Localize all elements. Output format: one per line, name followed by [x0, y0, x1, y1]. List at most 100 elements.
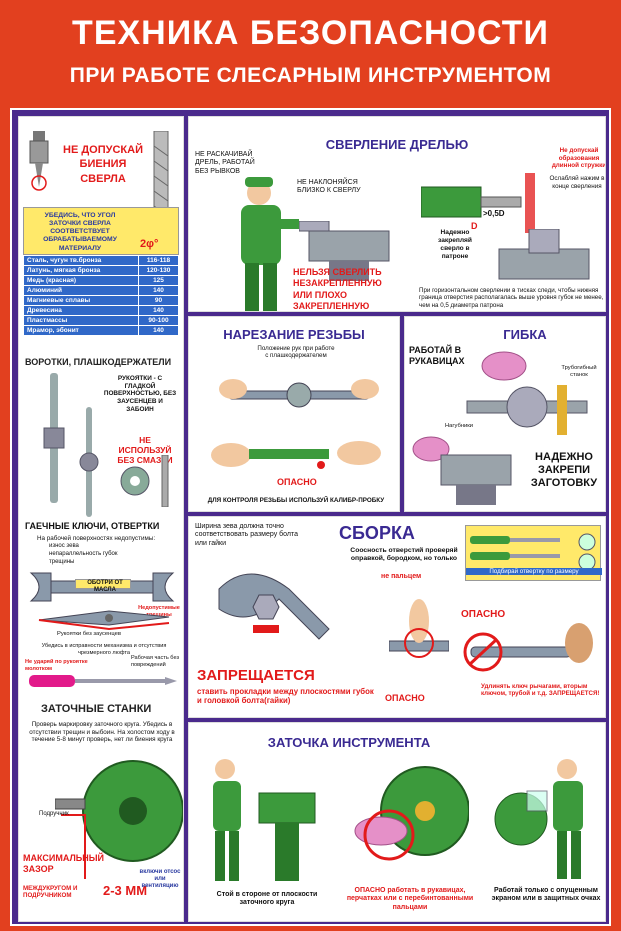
- sharpening-cap1: Стой в стороне от плоскости заточного кр…: [216, 891, 318, 907]
- list-item: непараллельность губок: [49, 551, 118, 557]
- poster-subtitle: ПРИ РАБОТЕ СЛЕСАРНЫМ ИНСТРУМЕНТОМ: [69, 64, 552, 87]
- clean-oil-label: ОБОТРИ ОТ МАСЛА: [87, 580, 123, 594]
- pipe-bender-icon: [466, 385, 588, 435]
- grinder-worker-icon: [213, 759, 316, 881]
- angle-cell: 125: [138, 275, 179, 286]
- sharpening-cap2: ОПАСНО работать в рукавицах, перчатках и…: [346, 887, 474, 911]
- angle-cell: 90: [138, 295, 179, 306]
- material-cell: Магниевые сплавы: [23, 295, 139, 306]
- sharpening-cap3: Работай только с опущенным экраном или в…: [491, 887, 601, 903]
- finger-danger-icon: [389, 599, 449, 658]
- chuck-note: Надежно закрепляй сверло в патроне: [438, 229, 472, 260]
- gap-desc: МЕЖДУКРУГОМ И ПОДРУЧНИКОМ: [23, 885, 78, 900]
- angle-cell: 120-130: [138, 265, 179, 276]
- vise-note: При горизонтальном сверлении в тисках сл…: [419, 287, 604, 309]
- screwdriver-box: Подбирай отвертку по размеру: [465, 525, 602, 581]
- material-cell: Алюминий: [23, 285, 139, 296]
- tip-note: Рабочая часть без повреждений: [131, 655, 180, 668]
- sharpening-panel: ЗАТОЧКА ИНСТРУМЕНТА Стой в стороне от пл…: [188, 722, 606, 922]
- threading-title: НАРЕЗАНИЕ РЕЗЬБЫ: [223, 327, 365, 342]
- material-cell: Сталь, чугун тв.бронза: [23, 255, 139, 266]
- drill-chuck-icon: [29, 131, 49, 191]
- caliber-hands-icon: [211, 441, 381, 469]
- bending-panel: ГИБКА РАБОТАЙ В РУКАВИЦАХ Трубогибный ст…: [404, 316, 606, 512]
- threading-panel: НАРЕЗАНИЕ РЕЗЬБЫ Положение рук при работ…: [188, 316, 400, 512]
- drill-bit-icon: [153, 131, 169, 231]
- die-holder-icon: [79, 407, 99, 517]
- driller-worker-icon: [241, 177, 299, 311]
- feed-note: Ослабляй нажим в конце сверления: [549, 175, 605, 190]
- pliers-icon: [38, 610, 170, 631]
- angle-cell: 116-118: [138, 255, 179, 266]
- grinding-hands-icon: [354, 766, 469, 861]
- spanners-title: ГАЕЧНЫЕ КЛЮЧИ, ОТВЕРТКИ: [25, 521, 160, 531]
- gloves-note: РАБОТАЙ В РУКАВИЦАХ: [409, 345, 465, 366]
- drilling-note1: НЕ РАСКАЧИВАЙ ДРЕЛЬ, РАБОТАЙ БЕЗ РЫВКОВ: [195, 151, 255, 175]
- threading-danger: ОПАСНО: [277, 477, 317, 487]
- chip-warning: Не допускай образования длинной стружки: [551, 147, 606, 170]
- d-dimension: D: [471, 221, 478, 231]
- gap-dimension: >0,5D: [483, 209, 505, 218]
- material-cell: Пластмассы: [23, 315, 139, 326]
- drilling-title: СВЕРЛЕНИЕ ДРЕЛЬЮ: [325, 137, 469, 152]
- caliber-note: ДЛЯ КОНТРОЛЯ РЕЗЬБЫ ИСПОЛЬЗУЙ КАЛИБР-ПРО…: [207, 497, 385, 504]
- assembly-panel: Ширина зева должна точно соответствовать…: [188, 516, 606, 718]
- tap-wrench-icon: [43, 373, 65, 503]
- grinding-wheel-icon: [55, 760, 183, 879]
- extended-wrench-icon: [463, 623, 593, 672]
- poster-frame: НЕ ДОПУСКАЙ БИЕНИЯ СВЕРЛА УБЕДИСЬ, ЧТО У…: [10, 108, 611, 926]
- drill-angle-note: УБЕДИСЬ, ЧТО УГОЛ ЗАТОЧКИ СВЕРЛА СООТВЕТ…: [43, 212, 117, 252]
- material-cell: Мрамор, эбонит: [23, 325, 139, 336]
- fix-note: НАДЕЖНО ЗАКРЕПИ ЗАГОТОВКУ: [530, 451, 598, 490]
- drilling-panel: СВЕРЛЕНИЕ ДРЕЛЬЮ НЕ РАСКАЧИВАЙ ДРЕЛЬ, РА…: [188, 116, 606, 312]
- bender-label: Трубогибный станок: [561, 365, 597, 378]
- clean-oil-label-box: [75, 579, 131, 589]
- drilling-warning: НЕЛЬЗЯ СВЕРЛИТЬ НЕЗАКРЕПЛЕННУЮ ИЛИ ПЛОХО…: [293, 267, 382, 311]
- drill-runout-warning: НЕ ДОПУСКАЙ БИЕНИЯ СВЕРЛА: [63, 144, 143, 185]
- shielded-worker-icon: [494, 759, 583, 879]
- screw-head-icon: [578, 533, 596, 571]
- burr-label: Рукоятки без заусенцев: [57, 631, 121, 637]
- assembly-title: СБОРКА: [339, 523, 415, 543]
- gap-label: МАКСИМАЛЬНЫЙ ЗАЗОР: [23, 853, 105, 874]
- drill-angle-box: УБЕДИСЬ, ЧТО УГОЛ ЗАТОЧКИ СВЕРЛА СООТВЕТ…: [23, 207, 179, 255]
- glove-icon: [481, 351, 527, 381]
- die-icon: [120, 466, 150, 496]
- material-cell: Древесина: [23, 305, 139, 316]
- list-item: износ зева: [49, 543, 79, 549]
- cracks-label: Недопустимые трещины: [138, 605, 180, 618]
- screwdriver-note: Подбирай отвертку по размеру: [466, 568, 602, 576]
- angle-cell: 140: [138, 285, 179, 296]
- tap-icon: [161, 455, 169, 507]
- forbidden-desc: ставить прокладки между плоскостями губо…: [197, 687, 374, 706]
- drill-chuck-diagram: [421, 173, 535, 233]
- sharpening-title: ЗАТОЧКА ИНСТРУМЕНТА: [267, 735, 431, 750]
- angle-cell: 140: [138, 305, 179, 316]
- align-red: не пальцем: [381, 573, 422, 580]
- threading-note: Положение рук при работе с плашкодержате…: [257, 345, 335, 360]
- forbidden-label: ЗАПРЕЩАЕТСЯ: [197, 667, 315, 684]
- drill-angle-label: 2φ°: [140, 238, 159, 250]
- screwdriver-pair-icon: [470, 536, 560, 560]
- grinders-title: ЗАТОЧНЫЕ СТАНКИ: [41, 703, 152, 715]
- wrenches-note: РУКОЯТКИ - С ГЛАДКОЙ ПОВЕРХНОСТЬЮ, БЕЗ З…: [103, 375, 177, 413]
- hammer-note: Не ударяй по рукоятке молотком: [25, 659, 88, 672]
- left-column-panel: НЕ ДОПУСКАЙ БИЕНИЯ СВЕРЛА УБЕДИСЬ, ЧТО У…: [18, 116, 184, 922]
- assembly-danger1: ОПАСНО: [385, 693, 425, 703]
- check-note: Убедись в исправности механизма и отсутс…: [41, 643, 167, 656]
- suction-label: включи отсос или вентиляцию: [139, 869, 181, 890]
- spanners-intro: На рабочей поверхностях недопустимы:: [37, 535, 156, 542]
- die-stock-hands-icon: [219, 379, 379, 408]
- material-cell: Латунь, мягкая бронза: [23, 265, 139, 276]
- bending-title: ГИБКА: [503, 327, 547, 342]
- screwdriver-icon: [29, 675, 177, 687]
- wrenches-title: ВОРОТКИ, ПЛАШКОДЕРЖАТЕЛИ: [25, 357, 172, 367]
